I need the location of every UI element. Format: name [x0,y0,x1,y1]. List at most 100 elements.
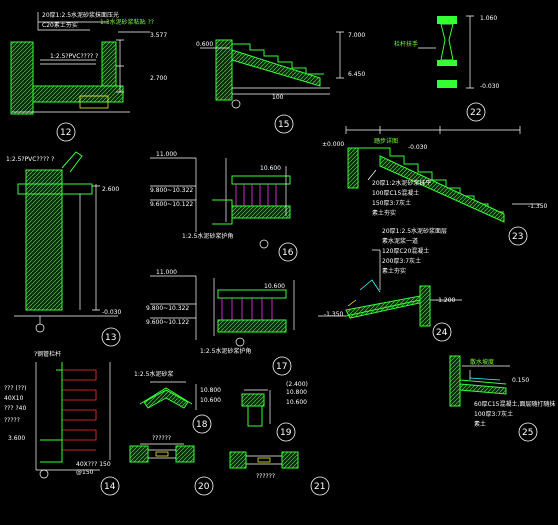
detail-23: ±0.000 踏步详图 -0.030 20厚1:2水泥砂浆抹平 100厚C15混… [322,126,548,246]
detail-12-label-4: 1:2.5?PVC???? ? [50,53,98,60]
detail-24-label-5: 素土夯实 [382,267,406,275]
detail-25: 散水坡度 0.150 60厚C15混凝土,面层随打随抹 100厚3:7灰土 素土… [449,355,555,442]
detail-23-label-2: 踏步详图 [374,137,398,145]
detail-18: 1:2.5水泥砂浆 10.800 10.600 18 [134,370,221,434]
detail-14-number-circle [100,476,120,496]
detail-22-label-2: 栏杆扶手 [394,40,418,48]
detail-18-number-circle [192,414,212,434]
detail-24-label-4: 200厚3:7灰土 [382,257,421,265]
detail-22-number: 22 [470,108,481,118]
detail-14-label-2: ??? (??) [4,385,27,392]
detail-20-label-1: ?????? [152,435,171,442]
detail-19-label-2: 10.800 [286,389,307,396]
detail-17-number: 17 [276,362,287,372]
detail-12-label-2: C20素土夯实 [42,21,78,29]
detail-15-number-circle [274,114,294,134]
detail-19: (2.400) 10.800 10.600 19 [241,381,308,442]
detail-12: 20厚1:2.5水泥砂浆抹面压光 C20素土夯实 1:3水泥砂浆粘贴 ?? 1:… [10,11,167,142]
detail-19-label-3: 10.600 [286,399,307,406]
detail-16-label-1: 11.000 [156,151,177,158]
detail-16-label-4: 9.600~10.122 [150,201,193,208]
detail-13-label-2: 2.600 [102,186,119,193]
detail-14-label-3: 40X10 [4,395,24,402]
detail-23-label-3: -0.030 [408,144,428,151]
detail-15-label-4: 100 [272,94,284,101]
detail-23-label-6: 150厚3:7灰土 [372,199,411,207]
detail-16-label-5: 1:2.5水泥砂浆护角 [182,232,233,240]
detail-24-number-circle [432,322,452,342]
detail-23-label-1: ±0.000 [322,141,344,148]
detail-24-label-3: 120厚C20混凝土 [382,247,429,255]
detail-16: 11.000 10.600 9.800~10.322 9.600~10.122 … [150,151,298,262]
detail-12-number-circle [56,122,76,142]
detail-15-label-1: 0.600 [196,41,213,48]
detail-15-number: 15 [278,120,289,130]
detail-12-label-3: 1:3水泥砂浆粘贴 ?? [100,18,154,26]
detail-25-label-5: 素土 [474,420,486,428]
detail-24-label-2: 素水泥浆一道 [382,237,418,245]
detail-20-number-circle [194,476,214,496]
detail-25-number-circle [518,422,538,442]
detail-22-label-1: 1.060 [480,15,497,22]
detail-25-label-3: 60厚C15混凝土,面层随打随抹 [474,400,555,408]
detail-24-label-6: -1.200 [436,297,456,304]
detail-14: ?钢管栏杆 ??? (??) 40X10 ??? ?40 ????? 3.600… [4,350,120,496]
detail-24-label-1: 20厚1:2.5水泥砂浆面层 [382,227,447,235]
detail-18-label-3: 10.600 [200,397,221,404]
detail-18-label-2: 10.800 [200,387,221,394]
detail-17-label-3: 9.800~10.322 [146,305,189,312]
detail-21-label-1: ?????? [256,473,275,480]
detail-14-label-6: 3.600 [8,435,25,442]
detail-16-label-3: 9.800~10.322 [150,187,193,194]
detail-21-number-circle [310,476,330,496]
detail-23-label-4: 20厚1:2水泥砂浆抹平 [372,179,431,187]
detail-15: 0.600 7.000 6.450 100 15 [196,31,365,134]
detail-23-number: 23 [512,232,523,242]
detail-23-label-5: 100厚C15混凝土 [372,189,419,197]
detail-17-label-2: 10.600 [264,283,285,290]
detail-12-label-1: 20厚1:2.5水泥砂浆抹面压光 [42,11,119,19]
detail-14-number: 14 [104,482,116,492]
detail-20: ?????? 20 [129,435,214,496]
detail-17: 11.000 10.600 9.800~10.322 9.600~10.122 … [146,269,295,376]
detail-19-label-1: (2.400) [286,381,308,388]
detail-14-label-1: ?钢管栏杆 [34,350,61,358]
detail-16-number-circle [278,242,298,262]
detail-21-number: 21 [314,482,325,492]
detail-24-label-7: -1.350 [324,311,344,318]
detail-23-label-8: -1.350 [528,203,548,210]
detail-25-label-4: 100厚3:7灰土 [474,410,513,418]
detail-22: 1.060 栏杆扶手 -0.030 22 [394,15,500,122]
detail-16-number: 16 [282,248,294,258]
detail-22-label-3: -0.030 [480,83,500,90]
detail-13: 1:2.5?PVC???? ? 2.600 -0.030 13 [6,151,122,347]
detail-25-number: 25 [522,428,533,438]
detail-18-number: 18 [196,420,208,430]
detail-23-number-circle [508,226,528,246]
detail-18-label-1: 1:2.5水泥砂浆 [134,370,173,378]
detail-14-label-4: ??? ?40 [4,405,26,412]
detail-17-label-5: 1:2.5水泥砂浆护角 [200,347,251,355]
detail-23-label-7: 素土夯实 [372,209,396,217]
detail-14-label-8: @150 [76,469,94,476]
detail-14-label-5: ????? [4,417,20,424]
detail-14-label-7: 40X??? 150 [76,461,111,468]
detail-17-number-circle [272,356,292,376]
detail-17-label-4: 9.600~10.122 [146,319,189,326]
detail-25-label-2: 0.150 [512,377,529,384]
detail-12-label-5: 3.577 [150,32,167,39]
detail-21: ?????? 21 [229,451,330,496]
detail-20-number: 20 [198,482,210,492]
detail-16-label-2: 10.600 [260,165,281,172]
detail-25-label-1: 散水坡度 [470,358,494,366]
detail-15-label-3: 6.450 [348,71,365,78]
detail-13-label-1: 1:2.5?PVC???? ? [6,156,54,163]
detail-13-label-3: -0.030 [102,309,122,316]
detail-13-number-circle [101,327,121,347]
detail-12-label-6: 2.700 [150,75,167,82]
detail-19-number: 19 [280,428,292,438]
detail-24: 20厚1:2.5水泥砂浆面层 素水泥浆一道 120厚C20混凝土 200厚3:7… [318,227,462,342]
detail-19-number-circle [276,422,296,442]
detail-15-label-2: 7.000 [348,32,365,39]
